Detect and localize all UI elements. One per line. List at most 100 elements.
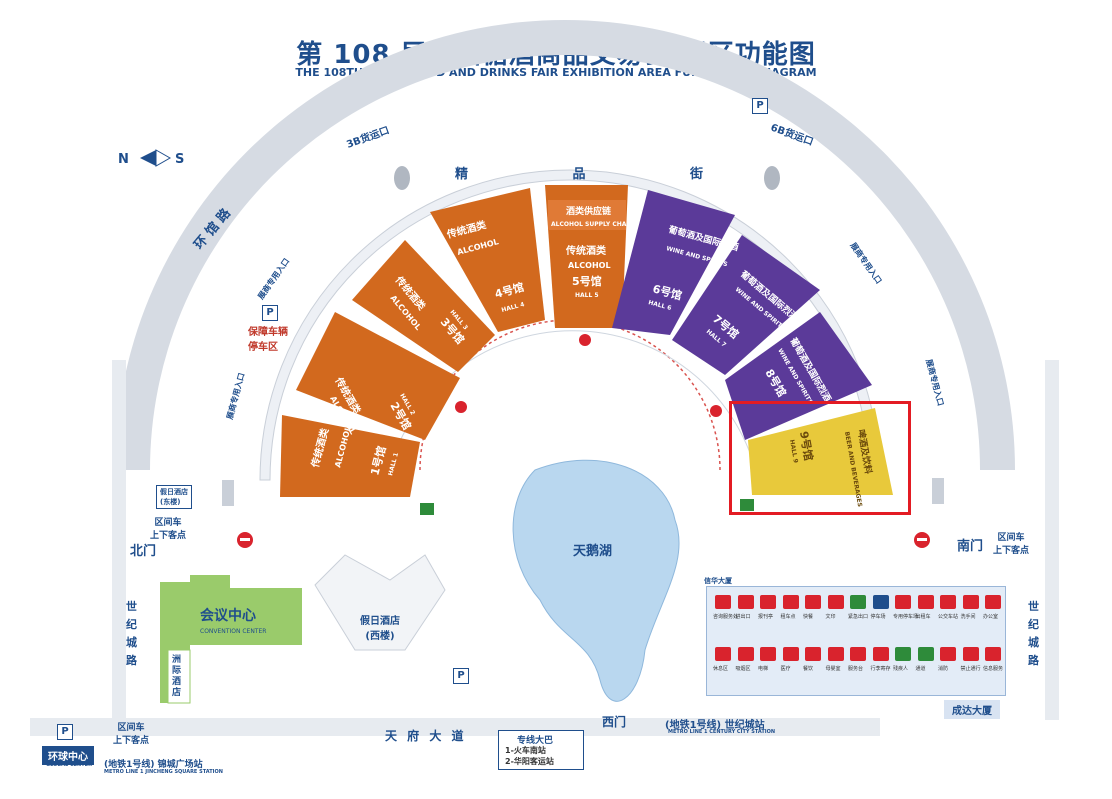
highlight-hall-9 — [729, 401, 911, 515]
legend-icon-14 — [737, 647, 754, 661]
hall-5-top-cn: 酒类供应链 — [566, 205, 612, 217]
legend-label-7: 停车场 — [870, 614, 886, 620]
metro-shiji: (地铁1号线) 世纪城站 — [665, 720, 765, 731]
special-bus-title: 专线大巴 — [517, 736, 554, 746]
legend-icon-8 — [895, 595, 911, 609]
legend-label-21: 残疾人 — [893, 666, 909, 672]
road-shiji-left: 世 纪 城 路 — [126, 600, 137, 667]
legend-label-8: 专用停车场 — [893, 614, 919, 620]
convention-cn: 会议中心 — [200, 607, 256, 624]
legend-panel: 咨询服务处进出口报刊亭租车点快餐文印紧急出口停车场专用停车场出租车公交车站洗手间… — [706, 586, 1006, 696]
compass-n: N — [118, 152, 129, 167]
global-center-en: GLOBAL CENTER — [46, 762, 92, 768]
legend-label-0: 咨询服务处 — [713, 614, 739, 620]
legend-icon-15 — [760, 647, 776, 661]
legend-label-19: 服务台 — [848, 666, 864, 672]
legend-icon-20 — [872, 647, 889, 661]
legend-icon-9 — [917, 595, 934, 609]
info-icon-2 — [455, 401, 467, 413]
intercontinental-hotel-shape — [167, 649, 191, 704]
legend-icon-0 — [715, 595, 731, 609]
holiday-inn-label: 假日酒店 (西楼) — [360, 616, 400, 642]
hall-7-shape — [672, 235, 820, 375]
parking-icon-bottom: P — [453, 668, 469, 684]
legend-icon-12 — [985, 595, 1001, 609]
hall-2-shape — [296, 312, 460, 440]
chengda-building: 成达大厦 — [944, 700, 1000, 719]
convention-en: CONVENTION CENTER — [200, 628, 266, 635]
legend-icon-5 — [827, 595, 844, 609]
legend-icon-17 — [805, 647, 821, 661]
legend-icon-18 — [827, 647, 844, 661]
shiji-left-road — [112, 360, 126, 720]
legend-label-1: 进出口 — [735, 614, 751, 620]
legend-icon-4 — [805, 595, 821, 609]
legend-icon-16 — [782, 647, 799, 661]
special-bus-box: 专线大巴 1-火车南站 2-华阳客运站 — [498, 730, 584, 770]
hall-5-supply-box — [548, 200, 626, 230]
metro-jincheng-en: METRO LINE 1 JINCHENG SQUARE STATION — [104, 769, 223, 775]
entrance-left-2: 展商专用入口 — [224, 372, 246, 422]
hall-9-shape — [748, 408, 893, 495]
road-jingpin: 精 品 街 — [455, 166, 753, 182]
gate-block-right — [932, 478, 944, 504]
legend-label-22: 通道 — [915, 666, 926, 672]
compass-arrow-tail-icon — [155, 149, 172, 167]
intercity-left: 区间车 上下客点 — [150, 518, 187, 541]
legend-icon-22 — [917, 647, 934, 661]
legend-label-5: 文印 — [825, 614, 836, 620]
legend-label-2: 报刊亭 — [758, 614, 774, 620]
hall-8-shape — [725, 312, 872, 440]
hall-4-shape — [430, 188, 545, 332]
legend-label-23: 消防 — [938, 666, 949, 672]
parking-icon-bottomleft: P — [57, 724, 73, 740]
road-shiji-right: 世 纪 城 路 — [1028, 600, 1039, 667]
legend-icon-3 — [782, 595, 799, 609]
legend-label-13: 休息区 — [713, 666, 729, 672]
hall-5-no: 5号馆 — [572, 274, 602, 288]
freight-marker-right — [764, 166, 780, 190]
exit-icon-2 — [740, 499, 754, 511]
legend-label-17: 餐饮 — [803, 666, 814, 672]
legend-label-12: 办公室 — [983, 614, 999, 620]
legend-icon-11 — [962, 595, 979, 609]
holiday-inn-east-label: 假日酒店 (东楼) — [156, 485, 192, 509]
hall-1-shape — [280, 415, 420, 497]
legend-label-6: 紧急出口 — [848, 614, 869, 620]
intercity-bottom: 区间车 上下客点 — [113, 723, 150, 746]
legend-label-3: 租车点 — [780, 614, 796, 620]
hall-5-en: ALCOHOL — [568, 261, 611, 270]
hall-5-top-en: ALCOHOL SUPPLY CHAIN — [551, 221, 634, 228]
holiday-inn-shape — [314, 554, 446, 651]
lake-label: 天鹅湖 — [573, 543, 612, 559]
legend-label-25: 信息服务 — [983, 666, 1004, 672]
hall-9-hall: HALL 9 — [788, 439, 799, 463]
entrance-left: 展商专用入口 — [255, 256, 291, 302]
info-icon-3 — [710, 405, 722, 417]
hall-5-cn: 传统酒类 — [565, 244, 606, 257]
hall-9-no: 9号馆 — [797, 430, 816, 462]
legend-label-18: 母婴室 — [825, 666, 841, 672]
hall-5-hall: HALL 5 — [575, 292, 599, 299]
legend-label-9: 出租车 — [915, 614, 931, 620]
legend-icon-13 — [715, 647, 731, 661]
legend-label-20: 行李寄存 — [870, 666, 891, 672]
legend-label-24: 禁止通行 — [960, 666, 981, 672]
parking-icon: P — [262, 305, 278, 321]
tianfu-avenue-road — [30, 718, 880, 736]
info-icon — [579, 334, 591, 346]
freight-3b: 3B货运口 — [345, 123, 391, 150]
swan-lake — [512, 459, 680, 702]
legend-icon-19 — [850, 647, 866, 661]
legend-icon-10 — [940, 595, 956, 609]
parking-guarantee-label: 保障车辆 停车区 — [248, 327, 288, 353]
legend-icon-21 — [895, 647, 911, 661]
hall-5-labels: 酒类供应链 ALCOHOL SUPPLY CHAIN 传统酒类 ALCOHOL … — [548, 200, 634, 299]
special-bus-2: 2-华阳客运站 — [505, 757, 554, 766]
intercontinental-label: 洲际酒店 — [172, 655, 182, 698]
legend-label-10: 公交车站 — [938, 614, 959, 620]
hall-6-shape — [612, 190, 735, 335]
south-gate-label: 南门 — [957, 539, 984, 554]
